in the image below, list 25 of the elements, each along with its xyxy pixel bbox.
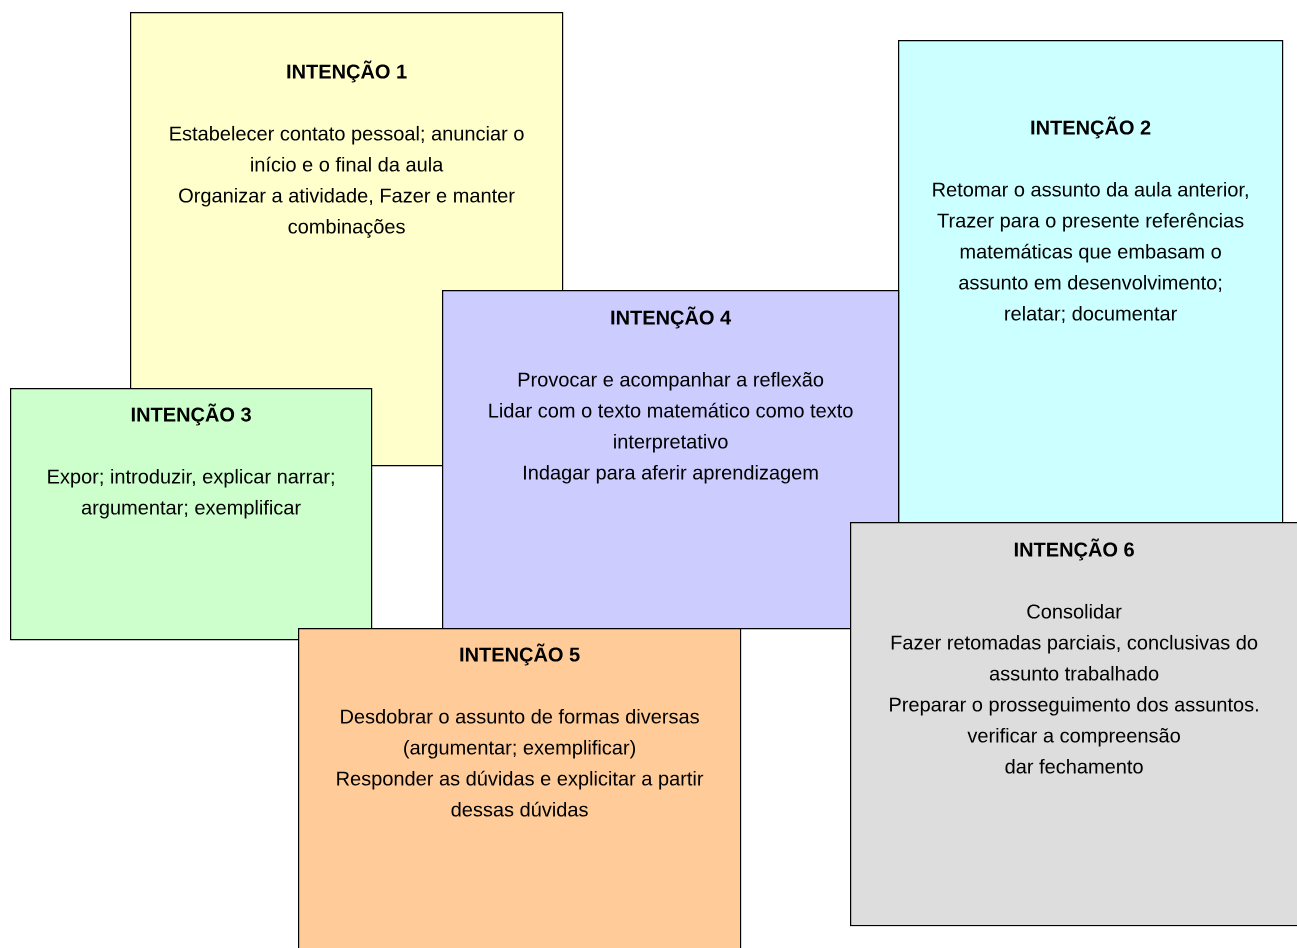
box-title: INTENÇÃO 1 (287, 60, 407, 83)
body-text: Preparar o prosseguimento dos assuntos. (890, 696, 1258, 716)
body-text: verificar a compreensão (967, 727, 1180, 747)
body-text: Indagar para aferir aprendizagem (524, 464, 818, 484)
body-text: Retomar o assunto da aula anterior, Trazer para o presente referências matemáticas que embasam o assunto em desenvolvimento; relatar; documentar (933, 181, 1248, 323)
text-box (850, 522, 1297, 927)
body-text: Desdobrar o assunto de formas diversas (argumentar; exemplificar) (341, 708, 699, 759)
body-text: Organizar a atividade, Fazer e manter combinações (179, 187, 515, 238)
text-box (898, 40, 1284, 524)
body-text: dar fechamento (1005, 758, 1143, 774)
body-text: Responder as dúvidas e explicitar a partir dessas dúvidas (337, 770, 704, 817)
body-text: Lidar com o texto matemático como texto interpretativo (489, 402, 853, 453)
box-title: INTENÇÃO 4 (611, 306, 732, 329)
body-text: Provocar e acompanhar a reflexão (518, 371, 824, 391)
body-text: Consolidar (1027, 603, 1122, 619)
body-text: Fazer retomadas parciais, conclusivas do assunto trabalhado (891, 634, 1258, 681)
body-text: Expor; introduzir, explicar narrar; argumentar; exemplificar (48, 468, 334, 519)
box-title: INTENÇÃO 3 (131, 403, 251, 426)
box-title: INTENÇÃO 5 (460, 643, 580, 666)
box-title: INTENÇÃO 2 (1031, 116, 1151, 139)
box-title: INTENÇÃO 6 (1014, 538, 1134, 561)
text-box (298, 628, 742, 948)
text-box (442, 290, 900, 630)
text-box (10, 388, 373, 641)
body-text: Estabelecer contato pessoal; anunciar o início e o final da aula (170, 125, 524, 172)
